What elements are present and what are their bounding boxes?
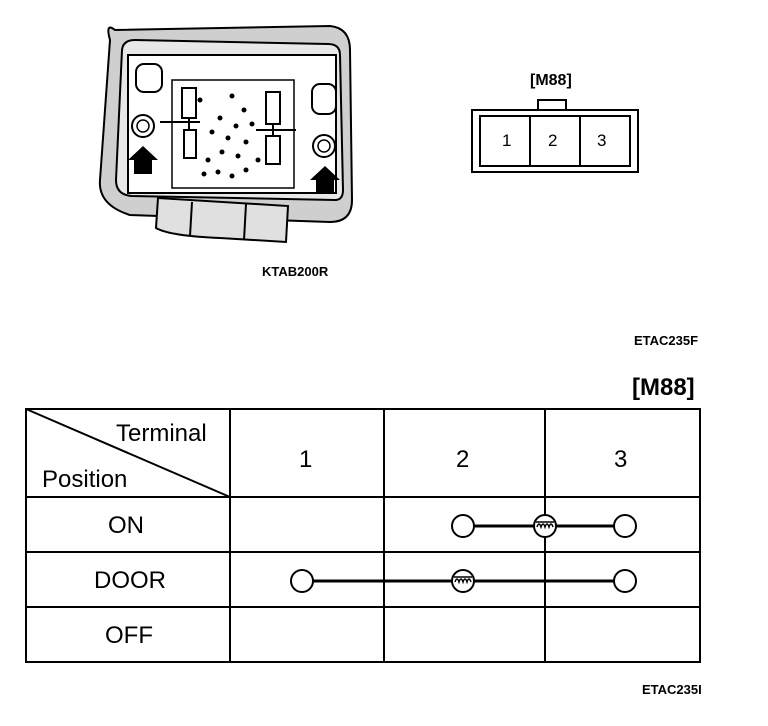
terminal-1: 1 (299, 446, 313, 473)
terminal-3: 3 (614, 446, 628, 473)
lamp-caption: KTAB200R (262, 264, 329, 279)
door-row-connection (290, 569, 637, 593)
figure1-code: ETAC235F (634, 333, 699, 348)
row-label-on: ON (108, 512, 144, 539)
connector-diagram (471, 99, 639, 173)
row-label-off: OFF (105, 622, 153, 649)
connector-pin-2: 2 (548, 131, 558, 150)
connector-label: [M88] (530, 72, 572, 89)
terminal-2: 2 (456, 446, 470, 473)
header-position: Position (42, 466, 128, 493)
on-row-connection (451, 514, 637, 538)
connector-pin-1: 1 (502, 131, 512, 150)
figure2-code: ETAC235I (642, 682, 702, 697)
connector-pin-3: 3 (597, 131, 607, 150)
room-lamp-illustration (98, 24, 354, 244)
table-connector-label: [M88] (632, 374, 695, 401)
header-terminal: Terminal (116, 420, 207, 447)
row-label-door: DOOR (94, 567, 166, 594)
